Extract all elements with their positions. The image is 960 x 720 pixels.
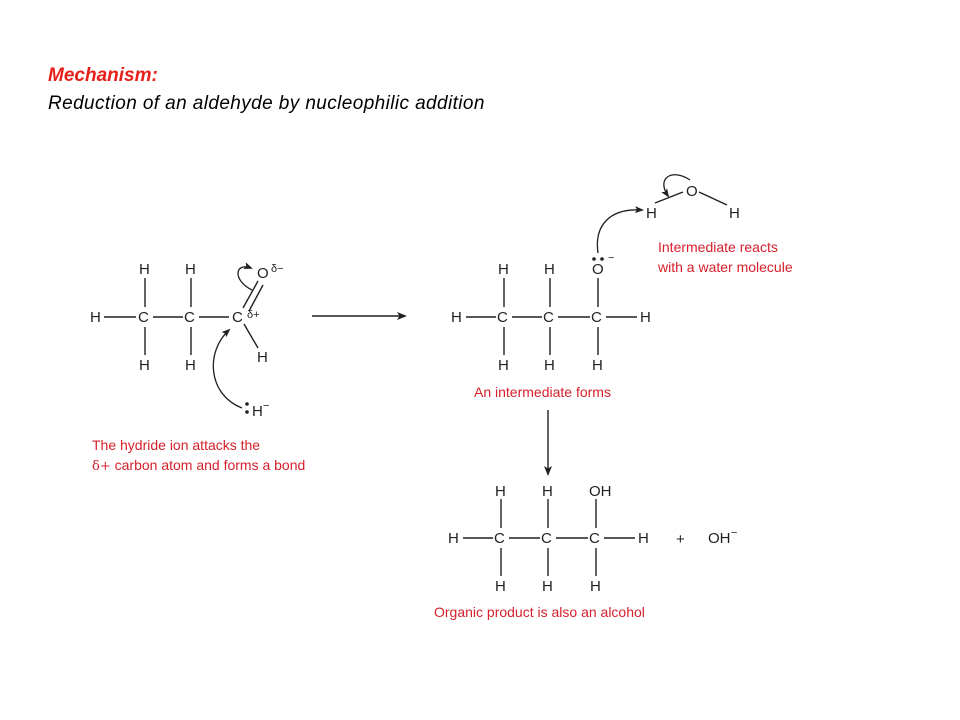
atom-h: H [448, 530, 459, 547]
atom-c: C [589, 530, 600, 547]
atom-h: H [451, 309, 462, 326]
atom-c: C [138, 309, 149, 326]
atom-h: H [646, 205, 657, 222]
atom-c: C [591, 309, 602, 326]
atom-h: H [592, 357, 603, 374]
hydride-ion: H − [245, 400, 269, 420]
atom-o-alkoxide: O [592, 261, 604, 278]
atom-h: H [495, 578, 506, 595]
atom-h: H [542, 578, 553, 595]
aldehyde-molecule: H C C C H H H H O H δ− δ+ [90, 261, 284, 374]
lone-pair-dot [245, 402, 249, 406]
plus-sign: + [676, 531, 685, 548]
caption-water-line2: with a water molecule [657, 259, 793, 275]
aldehyde-bonds [104, 278, 264, 355]
curved-arrow-hydride-attack [212, 328, 243, 409]
atom-h: H [139, 357, 150, 374]
atom-h: H [542, 483, 553, 500]
atom-h-aldehyde: H [257, 349, 268, 366]
atom-h: H [729, 205, 740, 222]
curved-arrow-oh-bond-break [661, 174, 691, 198]
atom-c: C [497, 309, 508, 326]
atom-c: C [184, 309, 195, 326]
curved-arrow-electron-shift [237, 262, 253, 291]
hydroxide-label: OH [708, 530, 731, 547]
heading-subtitle: Reduction of an aldehyde by nucleophilic… [48, 93, 485, 114]
curved-arrow-protonation [596, 206, 644, 254]
caption-hydride-line2: carbon atom and forms a bond [115, 457, 306, 473]
atom-c: C [541, 530, 552, 547]
atom-o-carbonyl: O [257, 265, 269, 282]
atom-c: C [543, 309, 554, 326]
slide-heading: Mechanism: Reduction of an aldehyde by n… [48, 62, 485, 118]
caption-water-line1: Intermediate reacts [658, 239, 778, 255]
hydroxide-charge: − [731, 527, 737, 539]
lone-pair-dot [245, 410, 249, 414]
atom-h: H [495, 483, 506, 500]
caption-hydride-line1: The hydride ion attacks the [92, 437, 260, 453]
hydroxyl-group: OH [589, 483, 612, 500]
alkoxide-charge: − [608, 252, 614, 264]
atom-c-carbonyl: C [232, 309, 243, 326]
atom-h: H [185, 357, 196, 374]
hydride-charge: − [263, 400, 269, 412]
atom-h: H [590, 578, 601, 595]
heading-title: Mechanism: [48, 65, 158, 86]
atom-o-water: O [686, 183, 698, 200]
delta-minus-charge: δ− [271, 263, 284, 275]
lone-pair-dot [592, 257, 596, 261]
hydride-label: H [252, 403, 263, 420]
water-molecule: H O H [646, 183, 740, 222]
atom-h: H [638, 530, 649, 547]
lone-pair-dot [600, 257, 604, 261]
atom-c: C [494, 530, 505, 547]
atom-h: H [185, 261, 196, 278]
atom-h: H [544, 261, 555, 278]
atom-h: H [544, 357, 555, 374]
atom-h: H [640, 309, 651, 326]
atom-h: H [498, 357, 509, 374]
caption-intermediate: An intermediate forms [474, 384, 611, 400]
intermediate-bonds [466, 278, 637, 355]
caption-hydride: The hydride ion attacks the δ+ carbon at… [92, 437, 305, 474]
atom-h: H [139, 261, 150, 278]
caption-water: Intermediate reacts with a water molecul… [657, 239, 793, 275]
delta-plus-charge: δ+ [247, 309, 260, 321]
hydroxide-ion: OH − [708, 527, 737, 547]
intermediate-molecule: H C C C H H H O − H H H [451, 252, 651, 374]
caption-hydride-delta: δ+ [92, 459, 111, 474]
atom-h: H [90, 309, 101, 326]
atom-h: H [498, 261, 509, 278]
caption-product: Organic product is also an alcohol [434, 604, 645, 620]
product-bonds [463, 499, 635, 576]
alcohol-product: H C C C H H H OH H H H [448, 483, 649, 595]
